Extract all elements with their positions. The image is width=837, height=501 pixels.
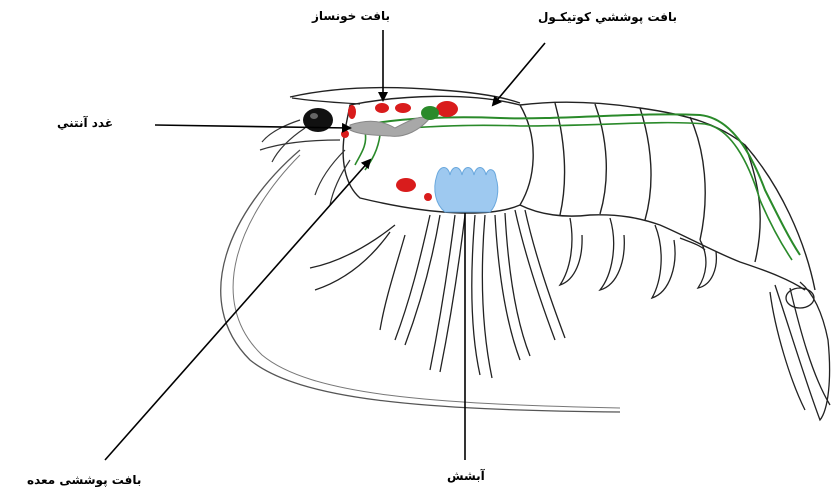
green-gland xyxy=(421,106,439,120)
pointer-stomach xyxy=(105,160,370,460)
label-gills: آبشش xyxy=(447,469,485,483)
tail-fan xyxy=(770,282,830,420)
nerve-cord-2 xyxy=(365,123,792,260)
walking-legs xyxy=(310,210,565,378)
eye-highlight xyxy=(310,113,318,119)
nerve-cord xyxy=(365,114,800,255)
abdomen xyxy=(520,102,815,290)
pleopods xyxy=(560,218,716,298)
rostrum xyxy=(290,88,520,103)
label-cuticular-epithelium: بافت پوششي كوتيكـول xyxy=(538,10,677,24)
label-stomach-epithelium: بافت پوششی معده xyxy=(27,473,141,487)
antennal-gland-tissue xyxy=(350,117,430,136)
gills xyxy=(435,168,498,213)
antenna-long xyxy=(221,150,620,412)
label-antennal-gland: غدد آنتني xyxy=(57,116,113,130)
rostrum-lower xyxy=(292,98,360,104)
label-hematopoietic: بافت خونساز xyxy=(312,9,390,23)
nerve-branch xyxy=(355,132,380,170)
head-appendages xyxy=(260,120,350,205)
pointer-cuticular xyxy=(493,43,545,105)
